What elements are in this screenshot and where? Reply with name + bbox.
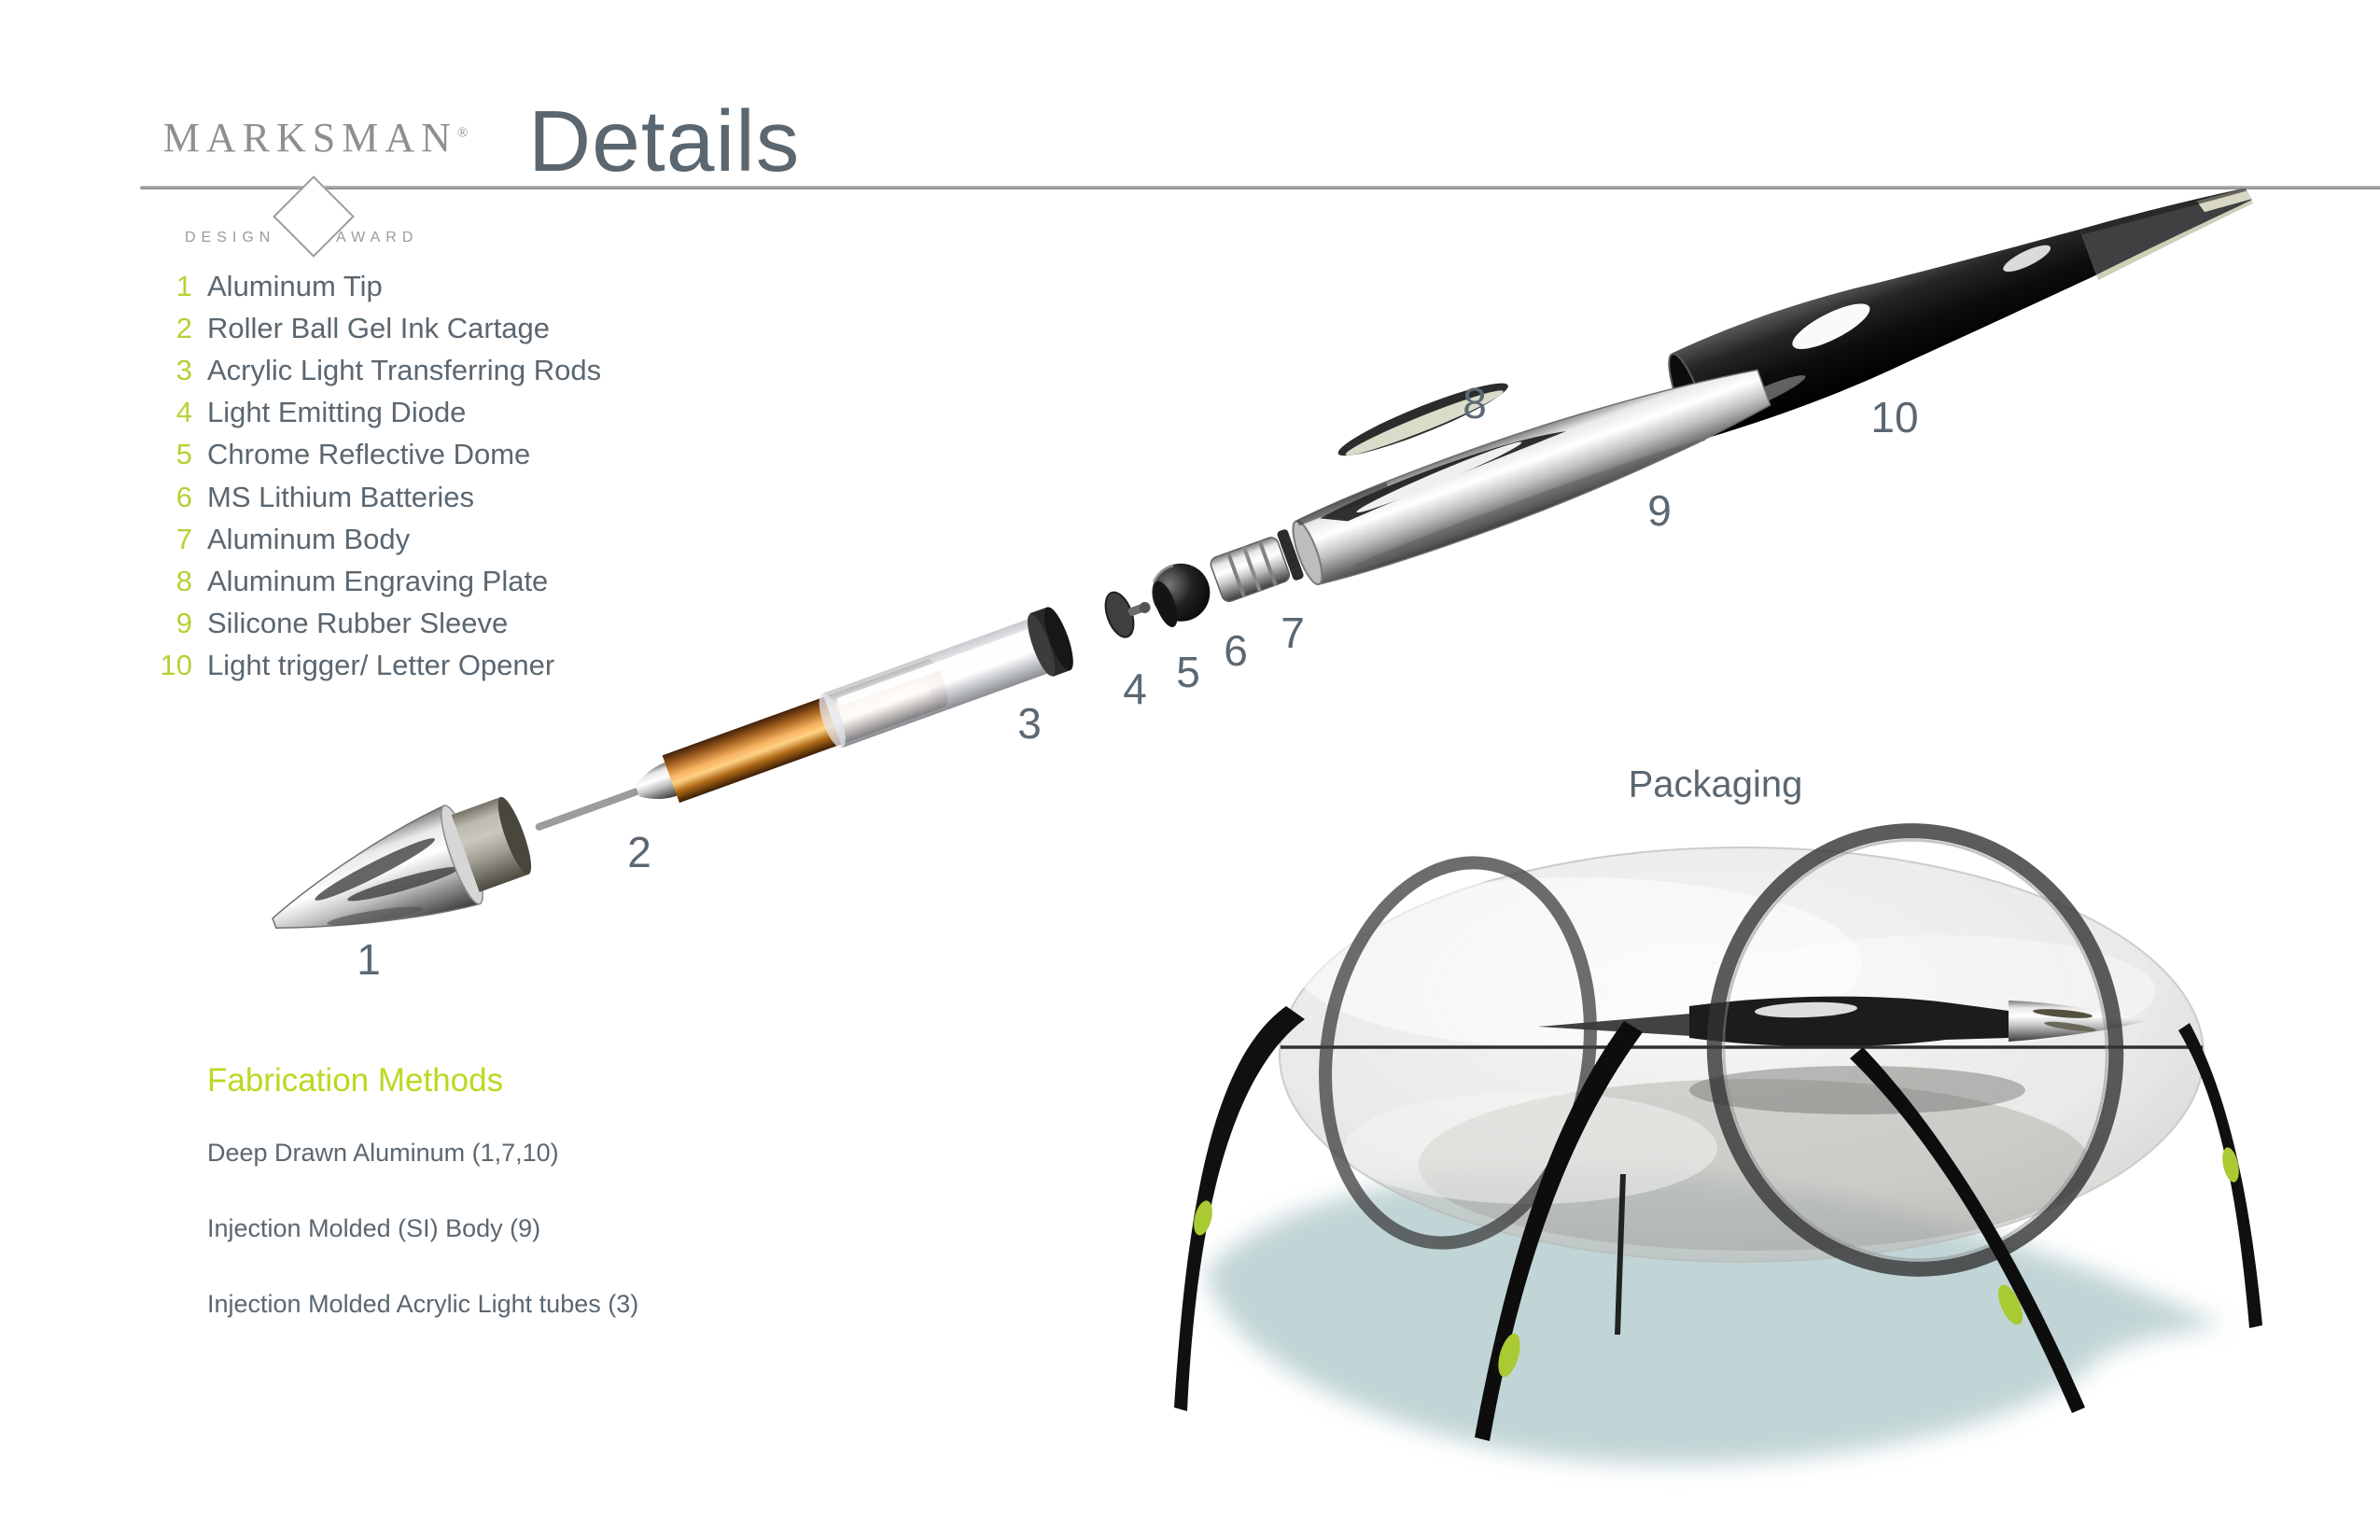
fabrication-methods-section: Fabrication Methods Deep Drawn Aluminum … [207,1062,638,1365]
part-label: Roller Ball Gel Ink Cartage [207,311,550,344]
part-7-aluminum-body [1292,369,1771,586]
part-number: 9 [175,607,192,640]
part-5-chrome-dome [1152,563,1211,627]
callout-3: 3 [1017,699,1042,748]
part-label: Silicone Rubber Sleeve [207,607,509,640]
parts-list-row: 6 MS Lithium Batteries [149,476,601,518]
part-8-engraving-plate [1337,383,1508,456]
fabrication-method: Injection Molded (SI) Body (9) [207,1214,541,1242]
marksman-logo-wordmark: MARKSMAN® [157,114,474,161]
part-number: 10 [160,649,192,682]
packaging-pen-inside [1281,996,2203,1114]
parts-list-row: 7 Aluminum Body [149,518,601,560]
part-label: Acrylic Light Transferring Rods [207,353,602,386]
header-divider-line [140,186,2380,189]
part-number: 5 [175,438,192,471]
part-label: Light trigger/ Letter Opener [207,649,555,682]
parts-list-row: 1 Aluminum Tip [149,265,601,307]
logo-brand-text: MARKSMAN [162,115,457,161]
part-4-led [1104,591,1151,638]
part-label: Aluminum Body [207,522,411,555]
part-label: Aluminum Tip [207,269,383,302]
part-number: 2 [175,311,192,344]
parts-list-row: 5 Chrome Reflective Dome [149,434,601,476]
logo-award-text: AWARD [336,230,419,245]
packaging-rings [1319,823,2124,1277]
part-6-batteries [1210,529,1304,603]
part-10-letter-opener [2079,188,2254,281]
part-number: 8 [175,564,192,597]
leg-accent-band [1194,1200,1212,1236]
part-label: MS Lithium Batteries [207,480,474,513]
parts-list-row: 10 Light trigger/ Letter Opener [149,645,601,687]
parts-list-row: 9 Silicone Rubber Sleeve [149,603,601,645]
part-label: Light Emitting Diode [207,396,467,429]
packaging-legs [1174,1006,2262,1441]
page-title: Details [528,92,801,189]
parts-list-row: 3 Acrylic Light Transferring Rods [149,349,601,391]
part-label: Aluminum Engraving Plate [207,564,549,597]
callout-4: 4 [1123,665,1147,713]
parts-list: 1 Aluminum Tip 2 Roller Ball Gel Ink Carta… [149,265,602,687]
packaging-illustration [1174,823,2262,1465]
callout-10: 10 [1870,393,1919,441]
registered-mark: ® [456,125,469,141]
part-label: Chrome Reflective Dome [207,438,531,471]
callout-2: 2 [627,828,651,876]
leg-accent-band [1997,1284,2023,1325]
part-number: 7 [175,522,192,555]
part-number: 1 [175,269,192,302]
callout-7: 7 [1281,609,1305,657]
packaging-section-label: Packaging [1628,763,1803,805]
leg-accent-band [2222,1147,2239,1183]
part-1-aluminum-tip [272,796,532,930]
parts-list-row: 2 Roller Ball Gel Ink Cartage [149,307,601,349]
leg-accent-band [1498,1333,1520,1378]
logo-design-text: DESIGN [185,230,276,245]
parts-list-row: 4 Light Emitting Diode [149,392,601,434]
fabrication-heading: Fabrication Methods [207,1062,504,1099]
callout-1: 1 [357,935,381,984]
callout-8: 8 [1463,379,1487,427]
callout-9: 9 [1647,486,1672,535]
part-number: 6 [175,480,192,513]
part-number: 3 [175,353,192,386]
fabrication-method: Injection Molded Acrylic Light tubes (3) [207,1290,639,1318]
callout-5: 5 [1176,648,1200,696]
parts-list-row: 8 Aluminum Engraving Plate [149,560,601,602]
part-number: 4 [175,396,192,429]
callout-6: 6 [1224,626,1248,675]
part-3-acrylic-tube [819,607,1073,749]
exploded-pen-illustration [272,188,2254,930]
fabrication-method: Deep Drawn Aluminum (1,7,10) [207,1139,559,1167]
